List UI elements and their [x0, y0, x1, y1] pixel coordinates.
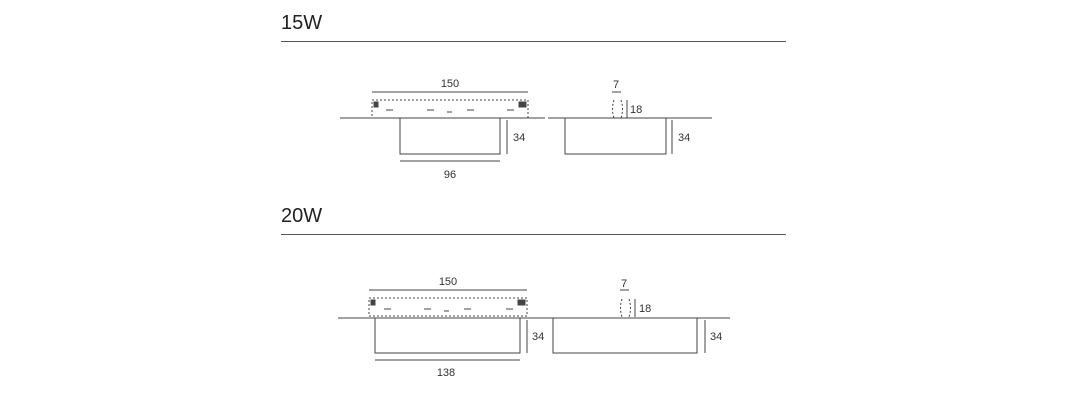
side-view-15w: [548, 91, 712, 155]
front-driver-width-label: 150: [439, 276, 457, 288]
front-body-width-label: 96: [444, 169, 456, 181]
driver-outline: [368, 297, 528, 317]
side-body-height-label: 34: [710, 331, 722, 343]
front-body-height-label: 34: [513, 132, 525, 144]
driver-detail: [370, 299, 376, 306]
section-rule-15w: [281, 41, 786, 42]
section-title-20w: 20W: [281, 205, 323, 227]
side-body-height-label: 34: [678, 132, 690, 144]
driver-detail: [518, 101, 527, 108]
section-rule-20w: [281, 234, 786, 235]
body-outline: [564, 117, 667, 155]
front-view-20w: [338, 289, 552, 361]
driver-outline: [371, 99, 529, 119]
side-view-20w: [552, 289, 730, 354]
side-driver-height-label: 18: [639, 303, 651, 315]
side-driver-depth-label: 7: [621, 278, 627, 290]
side-driver-height-label: 18: [630, 104, 642, 116]
body-outline: [552, 317, 698, 354]
front-body-width-label: 138: [437, 367, 455, 379]
body-outline: [399, 117, 501, 155]
body-outline: [374, 317, 521, 354]
section-title-15w: 15W: [281, 12, 323, 34]
front-body-height-label: 34: [532, 331, 544, 343]
side-driver-depth-label: 7: [613, 79, 619, 91]
front-driver-width-label: 150: [441, 78, 459, 90]
driver-detail: [373, 101, 379, 108]
driver-side-profile: [612, 99, 623, 119]
driver-detail: [517, 299, 526, 306]
front-view-15w: [340, 91, 545, 162]
driver-side-profile: [620, 298, 631, 318]
